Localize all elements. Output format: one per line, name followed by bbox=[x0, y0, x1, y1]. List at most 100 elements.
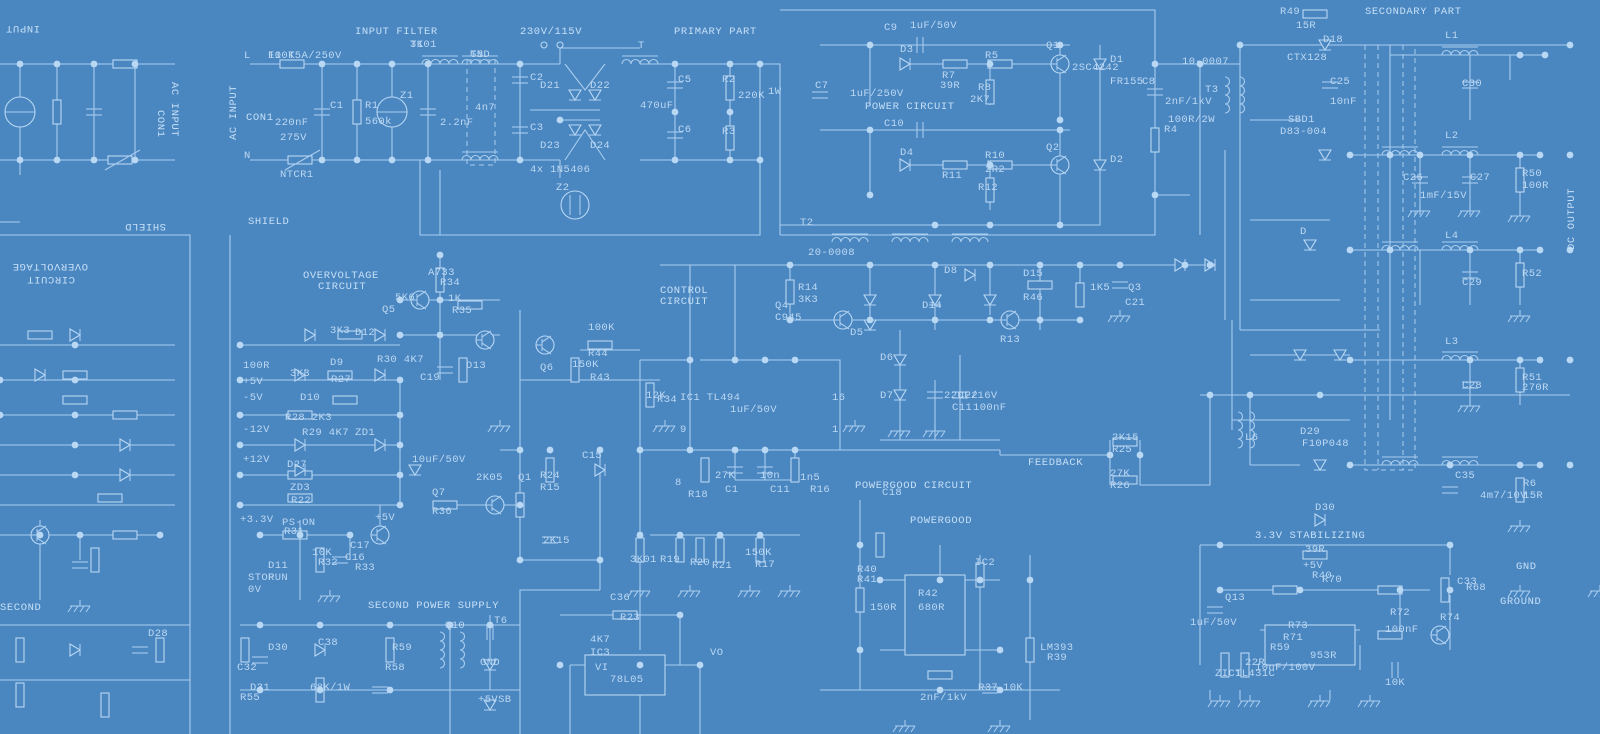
junction-dot bbox=[986, 221, 994, 229]
component-label: 150K bbox=[745, 547, 772, 559]
input-filter-title: INPUT FILTER bbox=[355, 26, 438, 38]
junction-dot bbox=[716, 531, 724, 539]
junction-dot bbox=[90, 60, 98, 68]
junction-dot bbox=[1566, 246, 1574, 254]
junction-dot bbox=[986, 161, 994, 169]
component-label: R11 bbox=[942, 170, 962, 182]
junction-dot bbox=[1036, 316, 1044, 324]
junction-dot bbox=[256, 686, 264, 694]
component-label: R41 bbox=[857, 574, 877, 586]
junction-dot bbox=[986, 316, 994, 324]
component-label: 2SC4242 bbox=[1072, 62, 1119, 74]
junction-dot bbox=[90, 156, 98, 164]
junction-dot bbox=[1116, 261, 1124, 269]
junction-dot bbox=[676, 611, 684, 619]
component-label: C6 bbox=[678, 124, 691, 136]
con1-left-label: CON1 bbox=[154, 110, 166, 138]
component-label: D27 bbox=[287, 459, 307, 471]
junction-dot bbox=[236, 471, 244, 479]
component-label: -5V bbox=[243, 392, 263, 404]
junction-dot bbox=[1536, 246, 1544, 254]
component-label: LM393 bbox=[1040, 642, 1074, 654]
component-label: C1 bbox=[330, 100, 343, 112]
voltage-select-label: 230V/115V bbox=[520, 26, 582, 38]
component-label: 68K/1W bbox=[310, 682, 351, 694]
component-label: R72 bbox=[1390, 607, 1410, 619]
component-label: D4 bbox=[900, 147, 913, 159]
junction-dot bbox=[1136, 451, 1144, 459]
component-label: Q10 bbox=[445, 620, 465, 632]
component-label: C5 bbox=[678, 74, 691, 86]
junction-dot bbox=[1446, 586, 1454, 594]
component-label: 2nF/1kV bbox=[1165, 96, 1212, 108]
input-left-title: INPUT F bbox=[0, 22, 40, 34]
junction-dot bbox=[866, 261, 874, 269]
component-label: C18 bbox=[882, 487, 902, 499]
junction-dot bbox=[986, 261, 994, 269]
component-label: C11 bbox=[770, 484, 790, 496]
component-label: C17 bbox=[350, 540, 370, 552]
junction-dot bbox=[636, 531, 644, 539]
junction-dot bbox=[1446, 461, 1454, 469]
component-label: R51 bbox=[1522, 372, 1542, 384]
component-label: 10-0007 bbox=[1182, 56, 1229, 68]
component-label: R37 bbox=[978, 682, 998, 694]
second-power-supply-title: SECOND POWER SUPPLY bbox=[368, 600, 499, 612]
component-label: C2 bbox=[530, 72, 543, 84]
junction-dot bbox=[686, 446, 694, 454]
junction-dot bbox=[1346, 246, 1354, 254]
component-label: 0V bbox=[248, 584, 262, 596]
junction-dot bbox=[1386, 151, 1394, 159]
junction-dot bbox=[936, 576, 944, 584]
component-label: T3 bbox=[1205, 84, 1218, 96]
component-label: 3K01 bbox=[630, 554, 657, 566]
component-label: 27K bbox=[1110, 468, 1130, 480]
component-label: 150K bbox=[572, 359, 599, 371]
component-label: 100K bbox=[588, 322, 615, 334]
junction-dot bbox=[996, 686, 1004, 694]
component-label: D7 bbox=[880, 390, 893, 402]
junction-dot bbox=[396, 441, 404, 449]
junction-dot bbox=[396, 376, 404, 384]
junction-dot bbox=[866, 126, 874, 134]
component-label: R39 bbox=[1047, 652, 1067, 664]
component-label: D23 bbox=[540, 140, 560, 152]
section-titles: INPUT F INPUT FILTER PRIMARY PART SECOND… bbox=[0, 6, 1578, 614]
component-label: PS-ON bbox=[282, 517, 316, 529]
component-label: 2R2 bbox=[985, 164, 1005, 176]
component-label: 2K7 bbox=[970, 94, 990, 106]
component-label: C30 bbox=[1462, 78, 1482, 90]
component-label: D3 bbox=[900, 44, 913, 56]
component-label: R2 bbox=[722, 74, 735, 86]
component-label: C11 bbox=[952, 402, 972, 414]
junction-dot bbox=[546, 446, 554, 454]
component-label: R73 bbox=[1288, 620, 1308, 632]
component-label: R71 bbox=[1283, 632, 1303, 644]
component-label: VI bbox=[595, 662, 608, 674]
component-label: 100R bbox=[243, 360, 270, 372]
component-label: 1 bbox=[832, 424, 839, 436]
gnd-label: GND bbox=[1516, 561, 1537, 573]
component-label: C8 bbox=[1142, 76, 1155, 88]
junction-dot bbox=[1566, 356, 1574, 364]
overvoltage-left-title-2: CIRCUIT bbox=[27, 273, 75, 285]
component-label: ZD1 bbox=[355, 427, 375, 439]
junction-dot bbox=[424, 156, 432, 164]
component-label: D24 bbox=[590, 140, 610, 152]
component-label: 5K6 bbox=[395, 292, 415, 304]
component-label: 100R bbox=[1522, 180, 1549, 192]
component-label: R30 4K7 bbox=[377, 354, 424, 366]
junction-dot bbox=[446, 621, 454, 629]
component-label: D18 bbox=[1323, 34, 1343, 46]
component-label: L6 bbox=[1245, 432, 1258, 444]
component-label: ZIC1 bbox=[1215, 668, 1242, 680]
component-label: 2nF/1kV bbox=[920, 692, 967, 704]
component-label: R36 bbox=[432, 506, 452, 518]
component-label: N bbox=[244, 150, 251, 162]
junction-dot bbox=[791, 446, 799, 454]
junction-dot bbox=[1151, 60, 1159, 68]
feedback-label: FEEDBACK bbox=[1028, 457, 1083, 469]
junction-dot bbox=[131, 60, 139, 68]
component-label: D29 bbox=[1300, 426, 1320, 438]
junction-dot bbox=[866, 41, 874, 49]
